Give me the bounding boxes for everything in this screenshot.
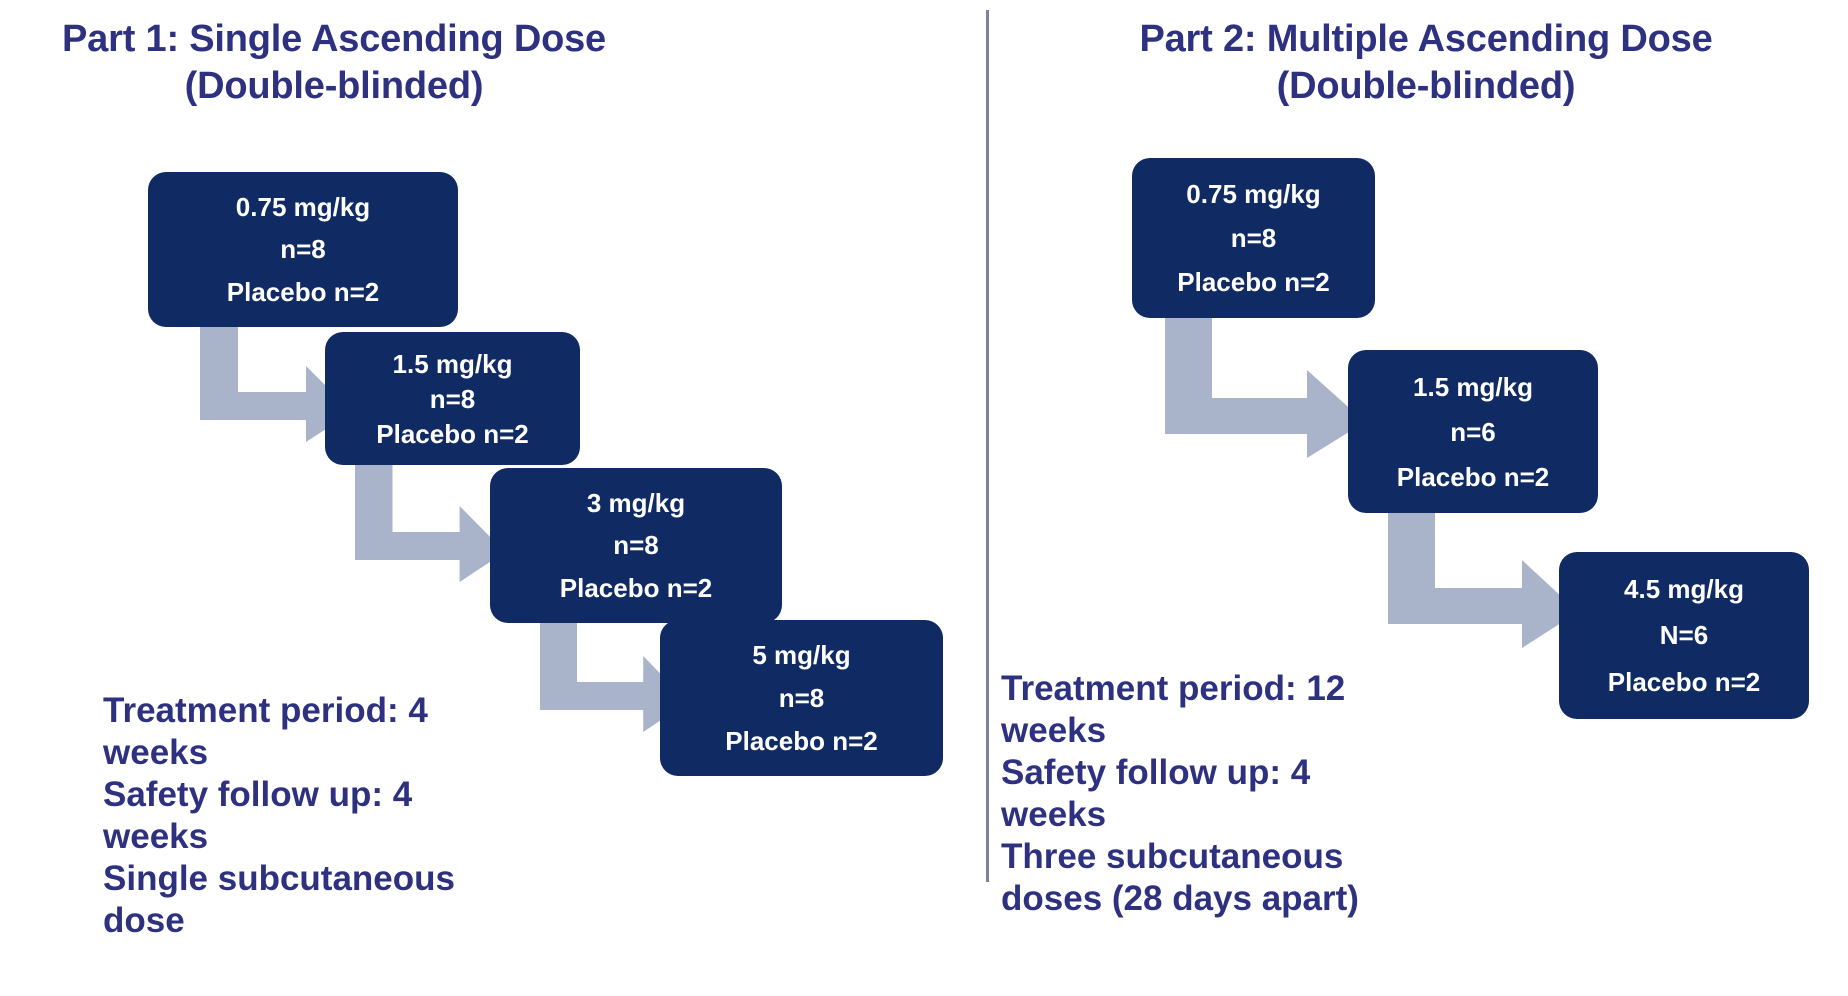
- dose-label: 0.75 mg/kg: [1186, 179, 1321, 209]
- part-1-title-line-1: Part 1: Single Ascending Dose: [62, 18, 606, 60]
- dose-n-label: n=8: [429, 383, 476, 414]
- part-2-caption: Treatment period: 12 weeks Safety follow…: [1001, 669, 1359, 918]
- dose-n-label: n=8: [613, 530, 659, 561]
- dose-n-label: n=8: [280, 234, 326, 265]
- panel-part-1: Part 1: Single Ascending Dose (Double-bl…: [14, 16, 943, 940]
- dose-label: 0.75 mg/kg: [235, 192, 371, 223]
- dose-label: 1.5 mg/kg: [392, 348, 513, 379]
- dose-n-label: N=6: [1659, 620, 1709, 651]
- dose-box-p1-5mgkg: 5 mg/kg n=8 Placebo n=2: [660, 620, 943, 776]
- dose-placebo-label: Placebo n=2: [559, 572, 713, 603]
- part-1-title: Part 1: Single Ascending Dose (Double-bl…: [14, 16, 654, 110]
- dose-label: 3 mg/kg: [586, 488, 686, 519]
- dose-placebo-label: Placebo n=2: [1607, 666, 1761, 697]
- dose-placebo-label: Placebo n=2: [376, 418, 529, 449]
- dose-n-label: n=6: [1450, 416, 1496, 447]
- dose-box-p1-0-75mgkg: 0.75 mg/kg n=8 Placebo n=2: [148, 172, 458, 327]
- part-2-title: Part 2: Multiple Ascending Dose (Double-…: [1046, 16, 1806, 110]
- elbow-arrow-icon-p1-2: [355, 460, 505, 582]
- part-1-title-line-2: (Double-blinded): [184, 65, 484, 108]
- dose-n-label: n=8: [1230, 223, 1277, 253]
- dose-placebo-label: Placebo n=2: [725, 725, 878, 756]
- elbow-arrow-icon-p1-3: [540, 610, 688, 732]
- part-2-title-line-1: Part 2: Multiple Ascending Dose: [1139, 18, 1713, 60]
- dose-placebo-label: Placebo n=2: [1177, 267, 1330, 297]
- dose-box-p1-3mgkg: 3 mg/kg n=8 Placebo n=2: [490, 468, 782, 623]
- dose-box-p2-0-75mgkg: 0.75 mg/kg n=8 Placebo n=2: [1132, 158, 1375, 318]
- dose-label: 4.5 mg/kg: [1624, 574, 1744, 605]
- dose-placebo-label: Placebo n=2: [226, 276, 380, 307]
- part-1-caption: Treatment period: 4 weeks Safety follow …: [103, 691, 455, 940]
- dose-box-p2-4-5mgkg: 4.5 mg/kg N=6 Placebo n=2: [1559, 552, 1809, 719]
- dose-box-p2-1-5mgkg: 1.5 mg/kg n=6 Placebo n=2: [1348, 350, 1598, 513]
- elbow-arrow-icon-p2-2: [1388, 508, 1578, 648]
- elbow-arrow-icon-p1-1: [200, 320, 352, 442]
- panel-divider: [986, 10, 989, 882]
- dose-label: 1.5 mg/kg: [1413, 371, 1533, 402]
- dose-label: 5 mg/kg: [752, 640, 851, 671]
- dose-box-p1-1-5mgkg: 1.5 mg/kg n=8 Placebo n=2: [325, 332, 580, 465]
- part-2-title-line-2: (Double-blinded): [1276, 65, 1576, 108]
- dose-n-label: n=8: [778, 682, 825, 713]
- dose-placebo-label: Placebo n=2: [1396, 461, 1550, 492]
- elbow-arrow-icon-p2-1: [1165, 318, 1365, 458]
